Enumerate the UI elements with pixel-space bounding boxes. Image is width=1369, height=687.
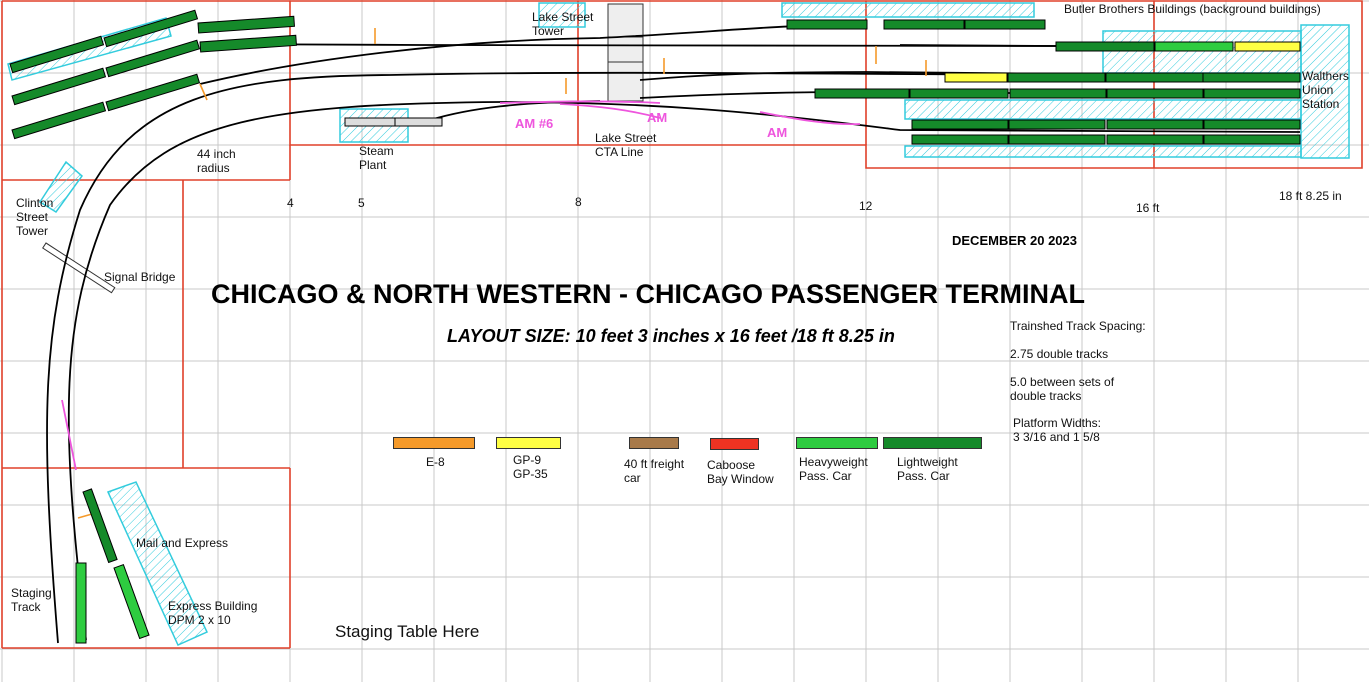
platform-car — [1203, 88, 1301, 99]
platform-car — [1106, 88, 1204, 99]
scale-mark-5: 5 — [358, 196, 365, 210]
platform-car — [1008, 119, 1106, 130]
buildings — [7, 2, 1350, 646]
legend-label: 40 ft freight car — [624, 457, 685, 485]
building-platform-b — [904, 145, 1302, 158]
building-butler-a — [781, 2, 1035, 18]
legend-swatch — [710, 438, 759, 450]
yard-car — [105, 73, 201, 112]
note-platform-widths: Platform Widths: 3 3/16 and 1 5/8 — [1013, 416, 1102, 444]
scale-mark-16: 16 ft — [1136, 201, 1160, 215]
label-mail-express: Mail and Express — [136, 536, 229, 550]
scale-mark-12: 12 — [859, 199, 873, 213]
legend-label: Caboose Bay Window — [707, 458, 774, 486]
platform-car — [1106, 119, 1204, 130]
building-express — [106, 481, 209, 646]
platform-car — [1203, 134, 1301, 145]
platform-car — [1055, 41, 1155, 52]
label-walthers-station: Walthers Union Station — [1302, 69, 1349, 111]
express-car — [75, 562, 87, 644]
clearance-marks — [77, 28, 927, 519]
steam-plant-car — [344, 117, 396, 127]
legend-swatch — [796, 437, 878, 449]
cta-structure — [42, 3, 644, 294]
platform-car — [964, 19, 1046, 30]
yard-car — [197, 15, 295, 34]
label-lake-street-cta: Lake Street CTA Line — [595, 131, 657, 159]
platform-car — [1008, 134, 1106, 145]
layout-size: LAYOUT SIZE: 10 feet 3 inches x 16 feet … — [447, 326, 895, 346]
locomotive-gp — [1234, 41, 1301, 52]
platform-car — [1154, 41, 1234, 52]
label-clinton-tower: Clinton Street Tower — [16, 196, 54, 238]
turnout-am-a: AM — [647, 110, 668, 125]
rolling-stock — [9, 9, 1301, 644]
legend-swatch — [393, 437, 475, 449]
legend-swatch — [629, 437, 679, 449]
building-butler-b — [1102, 30, 1302, 74]
building-platform-a — [904, 99, 1302, 120]
signal-bridge — [42, 242, 116, 294]
building-lake-street-tower — [538, 2, 586, 28]
platform-car — [1203, 119, 1301, 130]
plan-title: CHICAGO & NORTH WESTERN - CHICAGO PASSEN… — [211, 279, 1086, 309]
express-car — [82, 488, 118, 564]
scale-mark-8: 8 — [575, 195, 582, 209]
label-signal-bridge: Signal Bridge — [104, 270, 176, 284]
yard-car — [103, 9, 199, 48]
turnout-am-b: AM — [767, 125, 788, 140]
platform-car — [814, 88, 910, 99]
platform-car — [909, 88, 1009, 99]
platform-car — [883, 19, 965, 30]
legend-label: E-8 — [426, 455, 445, 469]
label-express-building: Express Building DPM 2 x 10 — [168, 599, 258, 627]
steam-plant-car — [394, 117, 443, 127]
scale-mark-18: 18 ft 8.25 in — [1279, 189, 1342, 203]
platform-car — [1202, 72, 1301, 83]
scale-mark-4: 4 — [287, 196, 294, 210]
platform-car — [1009, 88, 1107, 99]
yard-car — [11, 101, 107, 140]
platform-car — [911, 119, 1009, 130]
legend-label: GP-9 GP-35 — [513, 453, 548, 481]
express-car — [113, 563, 150, 640]
note-between-sets: 5.0 between sets of double tracks — [1010, 375, 1115, 403]
platform-car — [1007, 72, 1106, 83]
note-double-tracks: 2.75 double tracks — [1010, 347, 1109, 361]
locomotive-gp — [944, 72, 1008, 83]
yard-car — [199, 34, 297, 53]
platform-car — [911, 134, 1009, 145]
turnouts — [61, 100, 861, 471]
yard-car — [11, 67, 107, 106]
building-clinton-tower — [38, 160, 84, 214]
label-lake-street-tower: Lake Street Tower — [532, 10, 594, 38]
turnout-am6: AM #6 — [515, 116, 554, 131]
legend-swatch — [496, 437, 561, 449]
plan-date: DECEMBER 20 2023 — [952, 233, 1077, 248]
platform-car — [1105, 72, 1204, 83]
note-spacing-title: Trainshed Track Spacing: — [1010, 319, 1146, 333]
yard-car — [105, 39, 201, 78]
yard-car — [9, 35, 105, 74]
label-staging-track: Staging Track — [11, 586, 52, 614]
legend-label: Lightweight Pass. Car — [897, 455, 958, 483]
legend-label: Heavyweight Pass. Car — [799, 455, 868, 483]
platform-car — [1106, 134, 1204, 145]
label-butler-buildings: Butler Brothers Buildings (background bu… — [1064, 2, 1321, 16]
legend-swatch — [883, 437, 982, 449]
label-radius: 44 inch radius — [197, 147, 236, 175]
label-staging-table: Staging Table Here — [335, 622, 480, 641]
platform-car — [786, 19, 868, 30]
building-walthers-station — [1300, 24, 1350, 159]
label-steam-plant: Steam Plant — [359, 144, 394, 172]
